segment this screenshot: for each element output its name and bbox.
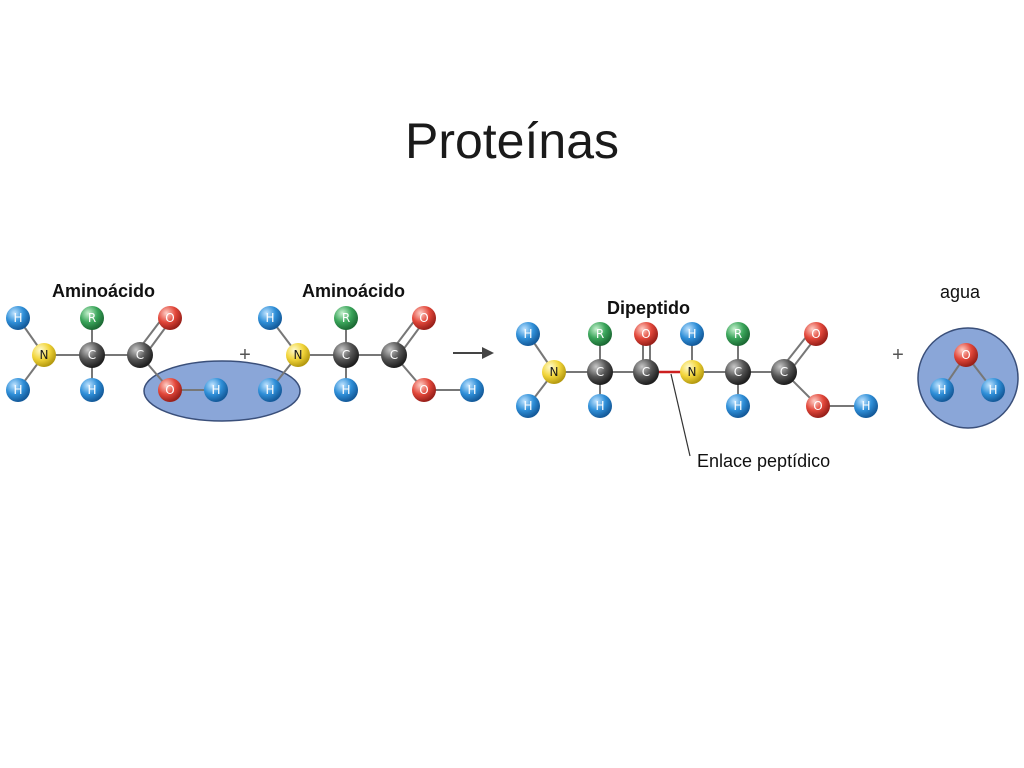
aminoacid-2-atoms: H H N R C H C O O H bbox=[258, 306, 484, 402]
aminoacid-label-1: Aminoácido bbox=[52, 281, 155, 301]
svg-text:H: H bbox=[687, 327, 696, 341]
hydrogen-atom bbox=[516, 394, 540, 418]
svg-text:O: O bbox=[811, 327, 820, 341]
svg-text:H: H bbox=[87, 383, 96, 397]
svg-text:H: H bbox=[341, 383, 350, 397]
oxygen-atom bbox=[158, 306, 182, 330]
slide-title: Proteínas bbox=[404, 113, 619, 169]
hydrogen-atom bbox=[334, 378, 358, 402]
nitrogen-atom bbox=[680, 360, 704, 384]
carbon-atom bbox=[79, 342, 105, 368]
hydrogen-atom bbox=[680, 322, 704, 346]
svg-text:H: H bbox=[265, 383, 274, 397]
aminoacid-1-atoms: H H N R C H C O O H bbox=[6, 306, 228, 402]
carbon-atom bbox=[587, 359, 613, 385]
svg-text:R: R bbox=[88, 311, 96, 325]
oxygen-atom bbox=[412, 378, 436, 402]
carbon-atom bbox=[127, 342, 153, 368]
svg-text:O: O bbox=[419, 383, 428, 397]
nitrogen-atom bbox=[286, 343, 310, 367]
svg-text:H: H bbox=[523, 327, 532, 341]
carbon-atom bbox=[771, 359, 797, 385]
svg-text:C: C bbox=[88, 348, 96, 362]
svg-text:N: N bbox=[294, 348, 303, 362]
svg-text:C: C bbox=[390, 348, 398, 362]
svg-text:O: O bbox=[419, 311, 428, 325]
hydrogen-atom bbox=[460, 378, 484, 402]
svg-text:H: H bbox=[988, 383, 997, 397]
svg-text:N: N bbox=[688, 365, 697, 379]
hydrogen-atom bbox=[588, 394, 612, 418]
svg-text:C: C bbox=[136, 348, 144, 362]
hydrogen-atom bbox=[258, 378, 282, 402]
water-highlight bbox=[917, 327, 1019, 429]
oxygen-atom bbox=[954, 343, 978, 367]
hydrogen-atom bbox=[6, 306, 30, 330]
hydrogen-atom bbox=[930, 378, 954, 402]
svg-text:C: C bbox=[642, 365, 650, 379]
svg-text:O: O bbox=[165, 311, 174, 325]
svg-text:H: H bbox=[467, 383, 476, 397]
nitrogen-atom bbox=[542, 360, 566, 384]
hydrogen-atom bbox=[981, 378, 1005, 402]
water-molecule: O H H bbox=[930, 343, 1005, 402]
svg-text:H: H bbox=[13, 383, 22, 397]
svg-text:C: C bbox=[596, 365, 604, 379]
carbon-atom bbox=[725, 359, 751, 385]
svg-text:R: R bbox=[596, 327, 604, 341]
r-group-atom bbox=[334, 306, 358, 330]
carbon-atom bbox=[633, 359, 659, 385]
hydrogen-atom bbox=[258, 306, 282, 330]
svg-text:H: H bbox=[265, 311, 274, 325]
svg-text:N: N bbox=[550, 365, 559, 379]
svg-text:O: O bbox=[961, 348, 970, 362]
svg-text:R: R bbox=[342, 311, 350, 325]
hydrogen-atom bbox=[726, 394, 750, 418]
svg-text:O: O bbox=[165, 383, 174, 397]
svg-text:O: O bbox=[813, 399, 822, 413]
svg-text:N: N bbox=[40, 348, 49, 362]
r-group-atom bbox=[588, 322, 612, 346]
nitrogen-atom bbox=[32, 343, 56, 367]
dipeptide-atoms: H H N R C H O C H N R C H C O O H bbox=[516, 322, 878, 418]
peptide-bond-pointer bbox=[670, 373, 691, 457]
plus-sign-1: + bbox=[239, 344, 251, 366]
aminoacid-label-2: Aminoácido bbox=[302, 281, 405, 301]
peptide-bond-label: Enlace peptídico bbox=[697, 451, 830, 471]
water-label: agua bbox=[940, 282, 981, 302]
svg-text:H: H bbox=[523, 399, 532, 413]
oxygen-atom bbox=[806, 394, 830, 418]
oxygen-atom bbox=[634, 322, 658, 346]
hydrogen-atom bbox=[516, 322, 540, 346]
svg-text:O: O bbox=[641, 327, 650, 341]
carbon-atom bbox=[381, 342, 407, 368]
oxygen-atom bbox=[158, 378, 182, 402]
svg-text:H: H bbox=[861, 399, 870, 413]
svg-text:H: H bbox=[211, 383, 220, 397]
hydrogen-atom bbox=[6, 378, 30, 402]
hydrogen-atom bbox=[854, 394, 878, 418]
oxygen-atom bbox=[804, 322, 828, 346]
right-arrow-icon bbox=[453, 347, 494, 359]
svg-text:H: H bbox=[13, 311, 22, 325]
hydrogen-atom bbox=[204, 378, 228, 402]
svg-text:H: H bbox=[733, 399, 742, 413]
carbon-atom bbox=[333, 342, 359, 368]
svg-text:C: C bbox=[342, 348, 350, 362]
svg-text:C: C bbox=[734, 365, 742, 379]
svg-text:H: H bbox=[937, 383, 946, 397]
plus-sign-2: + bbox=[892, 344, 904, 366]
svg-text:C: C bbox=[780, 365, 788, 379]
svg-text:R: R bbox=[734, 327, 742, 341]
r-group-atom bbox=[80, 306, 104, 330]
hydrogen-atom bbox=[80, 378, 104, 402]
oxygen-atom bbox=[412, 306, 436, 330]
dipeptide-label: Dipeptido bbox=[607, 298, 690, 318]
svg-text:H: H bbox=[595, 399, 604, 413]
r-group-atom bbox=[726, 322, 750, 346]
